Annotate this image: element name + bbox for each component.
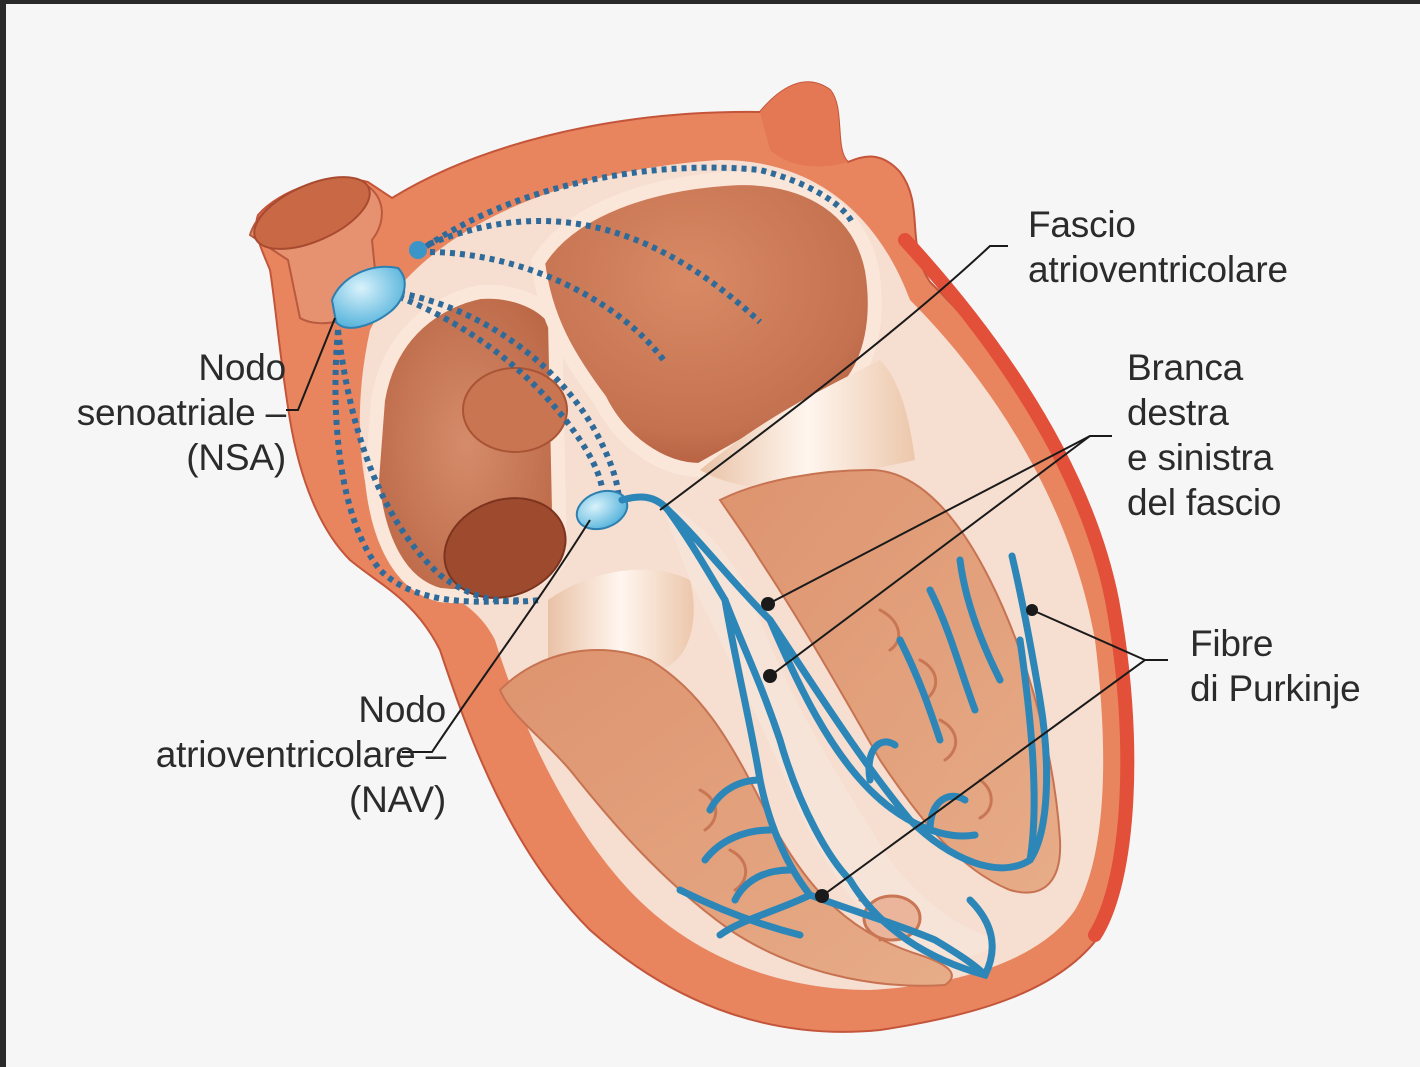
diagram-sheet: Nodo senoatriale – (NSA) Nodo atrioventr… (6, 4, 1420, 1067)
av-bundle-line2: atrioventricolare (1028, 247, 1288, 292)
sa-node-line3: (NSA) (66, 435, 286, 480)
purkinje-line1: Fibre (1190, 621, 1361, 666)
bundle-branches-line1: Branca (1127, 345, 1281, 390)
label-purkinje: Fibre di Purkinje (1190, 621, 1361, 711)
bundle-branches-line2: destra (1127, 390, 1281, 435)
purkinje-line2: di Purkinje (1190, 666, 1361, 711)
label-sa-node: Nodo senoatriale – (NSA) (66, 345, 286, 480)
av-node-line1: Nodo (66, 687, 446, 732)
sa-node-line1: Nodo (66, 345, 286, 390)
heart-illustration (6, 4, 1420, 1067)
av-node-line2: atrioventricolare – (66, 732, 446, 777)
sa-node-line2: senoatriale – (66, 390, 286, 435)
label-bundle-branches: Branca destra e sinistra del fascio (1127, 345, 1281, 525)
bundle-branches-line3: e sinistra (1127, 435, 1281, 480)
label-av-bundle: Fascio atrioventricolare (1028, 202, 1288, 292)
coronary-sinus-opening (463, 368, 567, 452)
label-av-node: Nodo atrioventricolare – (NAV) (66, 687, 446, 822)
bundle-branches-line4: del fascio (1127, 480, 1281, 525)
av-node-line3: (NAV) (66, 777, 446, 822)
av-bundle-line1: Fascio (1028, 202, 1288, 247)
